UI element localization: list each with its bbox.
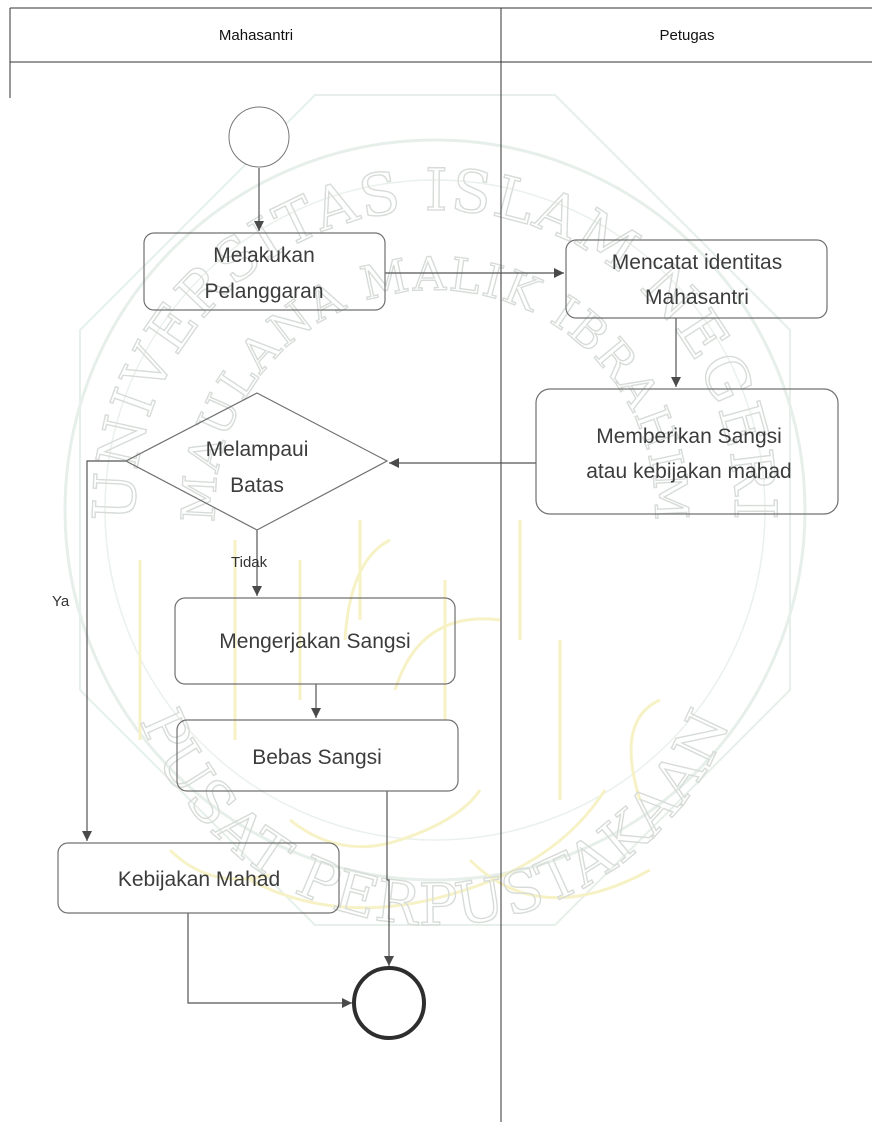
activity-bebas-sangsi: Bebas Sangsi: [176, 719, 459, 792]
activity-melakukan-line-1: Melakukan: [213, 244, 315, 267]
activity-mengerjakan-label: Mengerjakan Sangsi: [219, 630, 410, 653]
decision-melampaui-line-1: Melampaui: [206, 438, 309, 461]
activity-mencatat-identitas: Mencatat identitas Mahasantri: [565, 239, 828, 319]
seal-text-bottom: PUSAT PERPUSTAKAAN: [127, 698, 744, 939]
lane-header-petugas: Petugas: [659, 27, 714, 44]
library-seal-watermark: UNIVERSITAS ISLAM NEGERI MAULANA MALIK I…: [63, 94, 807, 940]
activity-memberikan-line-1: Memberikan Sangsi: [596, 425, 782, 448]
flow-melampaui-to-kebijakan: [82, 460, 126, 841]
activity-mencatat-line-1: Mencatat identitas: [612, 251, 782, 274]
activity-mengerjakan-sangsi: Mengerjakan Sangsi: [174, 597, 456, 685]
activity-memberikan-line-2: atau kebijakan mahad: [586, 460, 791, 483]
activity-kebijakan-mahad: Kebijakan Mahad: [57, 842, 340, 914]
flow-kebijakan-to-end: [187, 913, 352, 1008]
decision-melampaui-line-2: Batas: [230, 474, 284, 497]
flow-edges: [82, 168, 681, 1008]
seal-octagon: [79, 94, 791, 926]
lane-header-mahasantri: Mahasantri: [219, 27, 293, 44]
flow-bebas-to-end: [384, 791, 394, 966]
end-node: [352, 966, 426, 1040]
activity-bebas-label: Bebas Sangsi: [252, 746, 382, 769]
seal-emblem: [138, 520, 661, 910]
guard-tidak: Tidak: [231, 554, 268, 571]
guard-ya: Ya: [52, 593, 70, 610]
seal-inner-ring: [104, 179, 766, 841]
seal-outer-ring: [63, 138, 807, 882]
decision-melampaui-batas: Melampaui Batas: [124, 392, 389, 531]
activity-kebijakan-label: Kebijakan Mahad: [118, 868, 280, 891]
activity-melakukan-line-2: Pelanggaran: [204, 280, 323, 303]
start-node: [228, 106, 290, 168]
activity-memberikan-sangsi: Memberikan Sangsi atau kebijakan mahad: [535, 388, 839, 515]
swimlane-frame: [9, 7, 872, 1122]
activity-mencatat-line-2: Mahasantri: [645, 286, 749, 309]
activity-melakukan-pelanggaran: Melakukan Pelanggaran: [143, 232, 386, 311]
